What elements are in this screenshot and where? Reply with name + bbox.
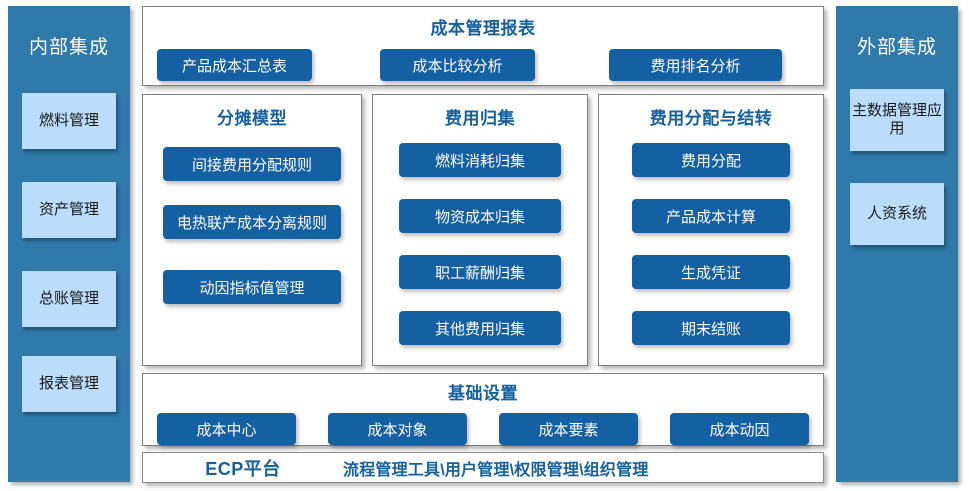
- report-button-row: 产品成本汇总表 成本比较分析 费用排名分析: [143, 49, 823, 81]
- button-fuel-consumption-collection[interactable]: 燃料消耗归集: [399, 143, 561, 177]
- button-cost-element[interactable]: 成本要素: [499, 413, 638, 445]
- expense-allocation-button-list: 费用分配 产品成本计算 生成凭证 期末结账: [599, 141, 823, 345]
- rail-item-master-data-app[interactable]: 主数据管理应用: [850, 89, 944, 151]
- button-cost-driver[interactable]: 成本动因: [670, 413, 809, 445]
- cost-management-report-panel: 成本管理报表 产品成本汇总表 成本比较分析 费用排名分析: [142, 6, 824, 86]
- rail-item-general-ledger[interactable]: 总账管理: [22, 271, 116, 327]
- external-integration-rail: 外部集成 主数据管理应用 人资系统: [836, 6, 958, 482]
- report-panel-title: 成本管理报表: [430, 19, 536, 38]
- allocation-model-button-list: 间接费用分配规则 电热联产成本分离规则 动因指标值管理: [143, 141, 361, 304]
- button-material-cost-collection[interactable]: 物资成本归集: [399, 199, 561, 233]
- external-integration-title: 外部集成: [856, 37, 937, 58]
- button-cogeneration-cost-separation-rule[interactable]: 电热联产成本分离规则: [163, 205, 341, 239]
- base-settings-panel: 基础设置 成本中心 成本对象 成本要素 成本动因: [142, 373, 824, 446]
- button-product-cost-calculation[interactable]: 产品成本计算: [632, 199, 790, 233]
- button-period-end-closing[interactable]: 期末结账: [632, 311, 790, 345]
- button-expense-allocation[interactable]: 费用分配: [632, 143, 790, 177]
- button-product-cost-summary[interactable]: 产品成本汇总表: [157, 49, 312, 81]
- allocation-model-title: 分摊模型: [217, 109, 287, 128]
- button-generate-voucher[interactable]: 生成凭证: [632, 255, 790, 289]
- button-cost-center[interactable]: 成本中心: [157, 413, 296, 445]
- expense-allocation-carryover-panel: 费用分配与结转 费用分配 产品成本计算 生成凭证 期末结账: [598, 94, 824, 366]
- button-expense-ranking-analysis[interactable]: 费用排名分析: [609, 49, 782, 81]
- base-settings-title: 基础设置: [448, 384, 518, 403]
- button-cost-comparison-analysis[interactable]: 成本比较分析: [380, 49, 535, 81]
- allocation-model-panel: 分摊模型 间接费用分配规则 电热联产成本分离规则 动因指标值管理: [142, 94, 362, 366]
- expense-collection-panel: 费用归集 燃料消耗归集 物资成本归集 职工薪酬归集 其他费用归集: [372, 94, 588, 366]
- rail-item-asset-management[interactable]: 资产管理: [22, 182, 116, 238]
- button-cost-object[interactable]: 成本对象: [328, 413, 467, 445]
- ecp-platform-name: ECP平台: [205, 458, 281, 479]
- button-employee-compensation-collection[interactable]: 职工薪酬归集: [399, 255, 561, 289]
- expense-allocation-carryover-title: 费用分配与结转: [649, 109, 773, 128]
- expense-collection-button-list: 燃料消耗归集 物资成本归集 职工薪酬归集 其他费用归集: [373, 141, 587, 345]
- base-settings-button-row: 成本中心 成本对象 成本要素 成本动因: [143, 413, 823, 445]
- internal-integration-rail: 内部集成 燃料管理 资产管理 总账管理 报表管理: [8, 6, 130, 482]
- ecp-platform-modules: 流程管理工具\用户管理\权限管理\组织管理: [343, 461, 649, 479]
- expense-collection-title: 费用归集: [445, 109, 515, 128]
- button-other-expense-collection[interactable]: 其他费用归集: [399, 311, 561, 345]
- button-indirect-expense-allocation-rule[interactable]: 间接费用分配规则: [163, 147, 341, 181]
- internal-integration-title: 内部集成: [28, 37, 109, 58]
- rail-item-fuel-management[interactable]: 燃料管理: [22, 93, 116, 149]
- button-driver-indicator-value-management[interactable]: 动因指标值管理: [163, 270, 341, 304]
- ecp-platform-bar: ECP平台 流程管理工具\用户管理\权限管理\组织管理: [142, 452, 824, 483]
- rail-item-report-management[interactable]: 报表管理: [22, 356, 116, 412]
- rail-item-hr-system[interactable]: 人资系统: [850, 183, 944, 245]
